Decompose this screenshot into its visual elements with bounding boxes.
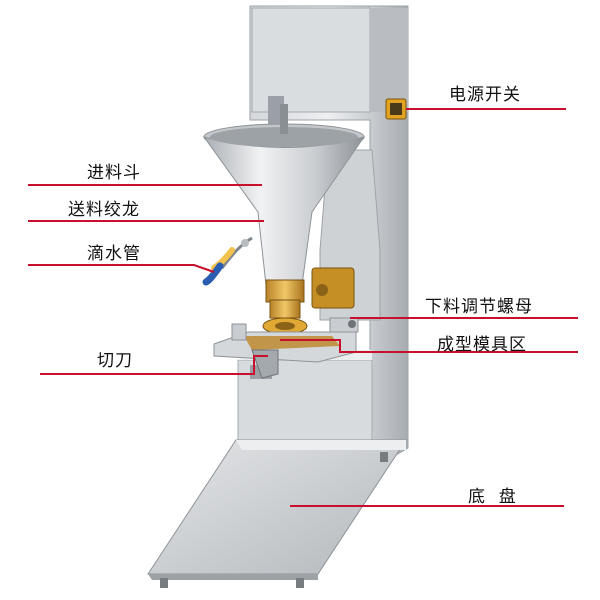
label-hopper: 进料斗 — [87, 163, 141, 183]
label-drip-pipe: 滴水管 — [87, 244, 141, 264]
label-feed-nut: 下料调节螺母 — [425, 297, 533, 317]
leader-line-mold-zone — [280, 339, 578, 353]
gearbox-housing — [311, 149, 381, 321]
leader-lines — [28, 108, 578, 507]
feed-hopper — [202, 104, 366, 286]
label-power-switch: 电源开关 — [449, 85, 521, 105]
label-mold-zone: 成型模具区 — [437, 335, 527, 355]
power-switch-icon — [385, 98, 407, 120]
drip-pipe — [202, 236, 253, 286]
label-auger: 送料绞龙 — [68, 200, 140, 220]
label-cutter: 切刀 — [97, 351, 133, 371]
label-base-tray: 底 盘 — [468, 487, 517, 507]
leader-line-drip-pipe — [28, 264, 215, 273]
leader-line-cutter — [40, 355, 268, 375]
base-tray — [147, 439, 407, 588]
brass-auger-section — [262, 279, 308, 335]
